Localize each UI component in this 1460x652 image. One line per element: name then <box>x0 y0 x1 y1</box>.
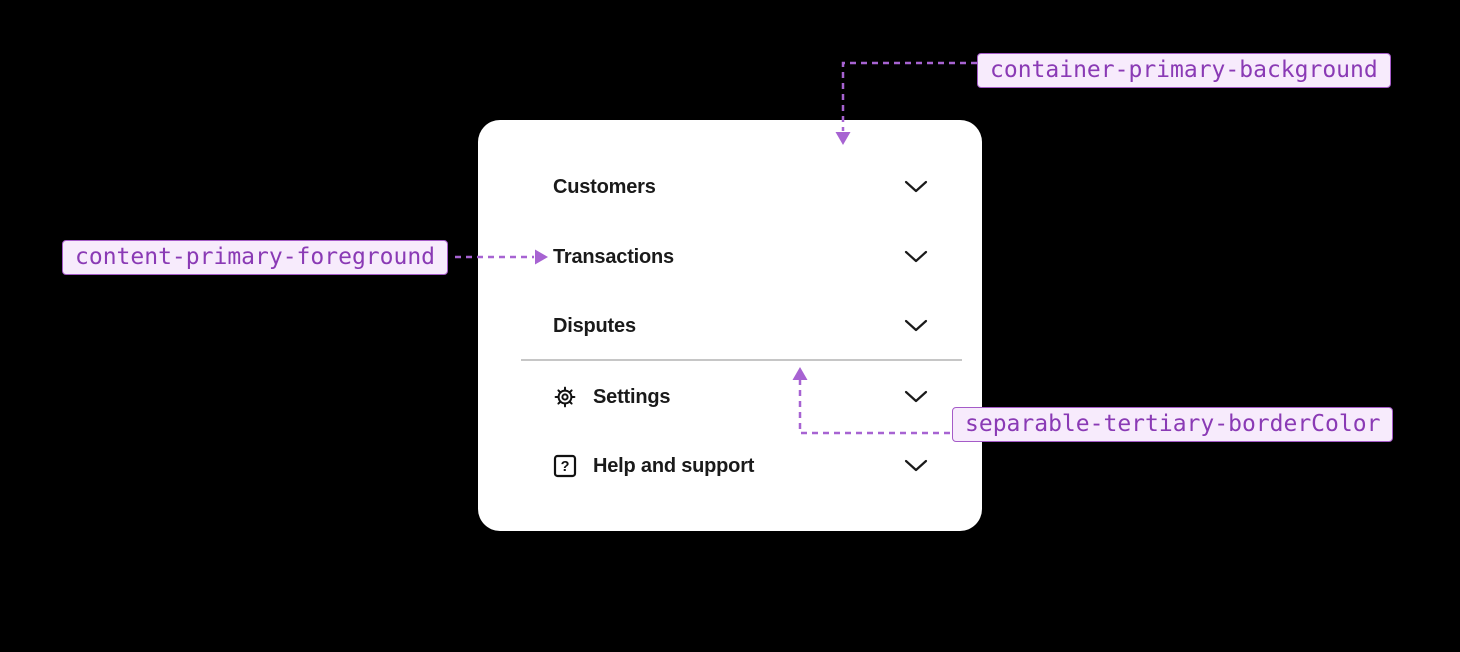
menu-item-label: Settings <box>593 385 671 408</box>
chevron-down-icon <box>904 250 928 264</box>
menu-item-customers[interactable]: Customers <box>478 173 982 201</box>
chevron-down-icon <box>904 319 928 333</box>
menu-item-transactions[interactable]: Transactions <box>478 243 982 271</box>
menu-card: Customers Transactions Disputes <box>478 120 982 531</box>
gear-icon <box>553 385 577 409</box>
menu-item-label: Disputes <box>553 314 636 337</box>
svg-text:?: ? <box>561 459 570 475</box>
token-label-separable-tertiary-borderColor: separable-tertiary-borderColor <box>952 407 1394 442</box>
chevron-down-icon <box>904 459 928 473</box>
menu-item-label: Help and support <box>593 454 755 477</box>
help-icon: ? <box>553 454 577 478</box>
menu-item-label: Transactions <box>553 245 674 268</box>
menu-item-disputes[interactable]: Disputes <box>478 312 982 340</box>
token-label-content-primary-foreground: content-primary-foreground <box>62 240 449 275</box>
menu-item-help-and-support[interactable]: ? Help and support <box>478 452 982 480</box>
token-label-container-primary-background: container-primary-background <box>977 53 1391 88</box>
menu-item-label: Customers <box>553 175 656 198</box>
menu-item-settings[interactable]: Settings <box>478 383 982 411</box>
menu-separator <box>521 359 962 361</box>
chevron-down-icon <box>904 180 928 194</box>
chevron-down-icon <box>904 390 928 404</box>
